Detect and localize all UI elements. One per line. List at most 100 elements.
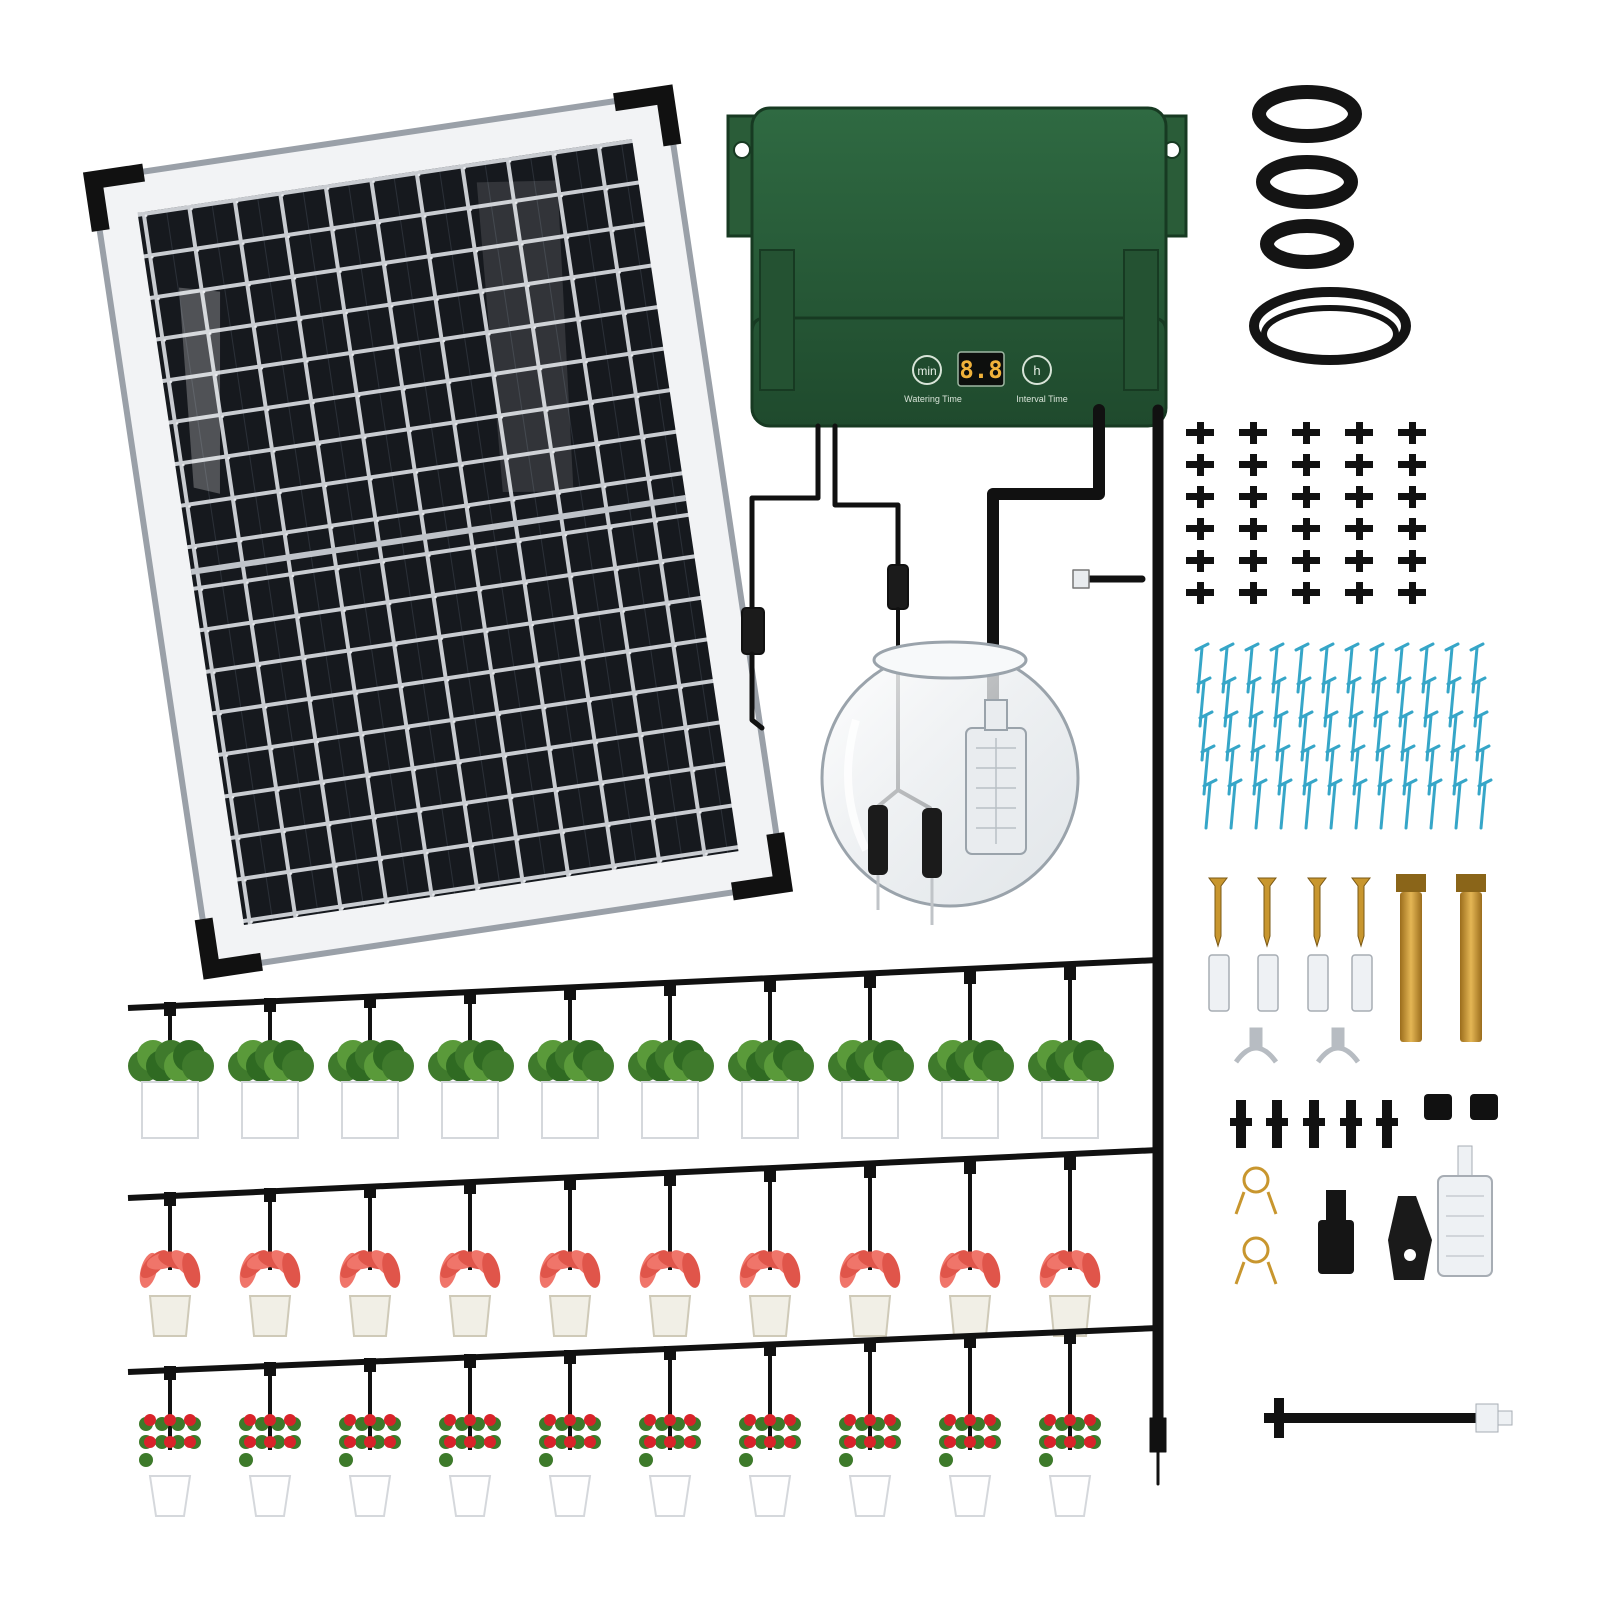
tee-connector: [1239, 454, 1267, 476]
drip-stake: [1352, 778, 1368, 830]
pump-controller: min 8.8 h Watering Time Interval Time: [726, 106, 1188, 428]
drip-stake: [1452, 778, 1468, 830]
solar-cable: [749, 423, 821, 613]
drip-row: [127, 957, 1159, 1139]
potted-plant: [739, 1342, 801, 1517]
potted-plant: [539, 1176, 601, 1337]
drip-row: [127, 1147, 1159, 1337]
tee-connector: [1398, 422, 1426, 444]
drip-stake: [1302, 778, 1318, 830]
drip-stake: [1402, 778, 1418, 830]
led-display: [957, 351, 1005, 387]
tee-connector: [1292, 550, 1320, 572]
tee-connector: [1239, 550, 1267, 572]
potted-plant: [928, 970, 1014, 1139]
interval-time-label: Interval Time: [1016, 394, 1068, 404]
screws: [1208, 877, 1371, 948]
potted-plant: [828, 974, 914, 1139]
drip-stake: [1327, 778, 1343, 830]
tee-connector: [1239, 422, 1267, 444]
drip-stake: [1377, 778, 1393, 830]
tee-connector: [1398, 582, 1426, 604]
potted-plant: [139, 1366, 201, 1517]
glass-bowl: [820, 648, 1080, 908]
potted-plant: [339, 1184, 401, 1337]
tee-connector: [1239, 486, 1267, 508]
tee-connector: [1239, 518, 1267, 540]
tee-connector: [1345, 550, 1373, 572]
potted-plant: [1028, 966, 1114, 1139]
accessories: [1186, 85, 1513, 1438]
potted-plant: [528, 986, 614, 1139]
tee-connector: [1186, 518, 1214, 540]
corner-bracket: [82, 163, 145, 232]
potted-plant: [939, 1160, 1001, 1337]
potted-plant: [139, 1192, 201, 1337]
mount-hole: [733, 141, 751, 159]
spare-filter: [1437, 1175, 1493, 1277]
potted-plant: [639, 1346, 701, 1517]
potted-plant: [428, 990, 514, 1139]
drip-irrigation-rows: [127, 957, 1159, 1517]
hour-button[interactable]: [1022, 355, 1052, 385]
wall-anchors: [1208, 954, 1373, 1012]
tee-connector: [1345, 518, 1373, 540]
tee-connector: [1345, 486, 1373, 508]
potted-plant: [128, 1002, 214, 1139]
potted-plant: [728, 978, 814, 1139]
pipe-clamps: [1233, 1027, 1361, 1064]
cables: [741, 404, 1167, 1486]
tube-coils: [1249, 85, 1411, 365]
drip-stakes: [1194, 642, 1493, 830]
solar-panel: [82, 84, 794, 980]
min-button-label: min: [917, 364, 936, 378]
tee-connector: [1292, 518, 1320, 540]
tee-connector: [1292, 422, 1320, 444]
min-button[interactable]: [912, 355, 942, 385]
potted-plant: [639, 1172, 701, 1337]
potted-plant: [439, 1180, 501, 1337]
tee-connector: [1292, 582, 1320, 604]
potted-plant: [239, 1188, 301, 1337]
potted-plant: [739, 1168, 801, 1337]
hour-button-label: h: [1033, 363, 1040, 378]
tee-connector: [1292, 486, 1320, 508]
tee-connector: [1398, 454, 1426, 476]
drip-stake: [1252, 778, 1268, 830]
potted-plant: [228, 998, 314, 1139]
drip-stake: [1277, 778, 1293, 830]
drip-stake: [1477, 778, 1493, 830]
drip-row: [127, 1325, 1159, 1517]
water-sensor-probe: [868, 805, 888, 875]
extension-rod: [1264, 1398, 1513, 1438]
tee-connectors: [1186, 422, 1426, 604]
potted-plant: [839, 1338, 901, 1517]
potted-plant: [339, 1358, 401, 1517]
tee-connector: [1186, 582, 1214, 604]
potted-plant: [439, 1354, 501, 1517]
tee-connector: [1398, 486, 1426, 508]
potted-plant: [539, 1350, 601, 1517]
potted-plant: [628, 982, 714, 1139]
tee-connector: [1186, 454, 1214, 476]
potted-plant: [839, 1164, 901, 1337]
drip-stake: [1202, 778, 1218, 830]
led-digits: 8.8: [959, 356, 1002, 384]
tee-connector: [1345, 582, 1373, 604]
sensor-cable: [832, 423, 901, 568]
tee-connector: [1292, 454, 1320, 476]
hole-punch-tool: [1388, 1196, 1432, 1280]
potted-plant: [939, 1334, 1001, 1517]
expansion-bolts: [1396, 874, 1486, 1042]
water-bowl: [820, 640, 1080, 925]
potted-plant: [1039, 1156, 1101, 1337]
tee-connector: [1186, 486, 1214, 508]
controller-shell: [750, 106, 1168, 428]
drip-stake: [1227, 778, 1243, 830]
tee-connector: [1345, 422, 1373, 444]
reducer-fitting: [1318, 1190, 1354, 1274]
tee-connector: [1345, 454, 1373, 476]
potted-plant: [239, 1362, 301, 1517]
tee-connector: [1398, 518, 1426, 540]
